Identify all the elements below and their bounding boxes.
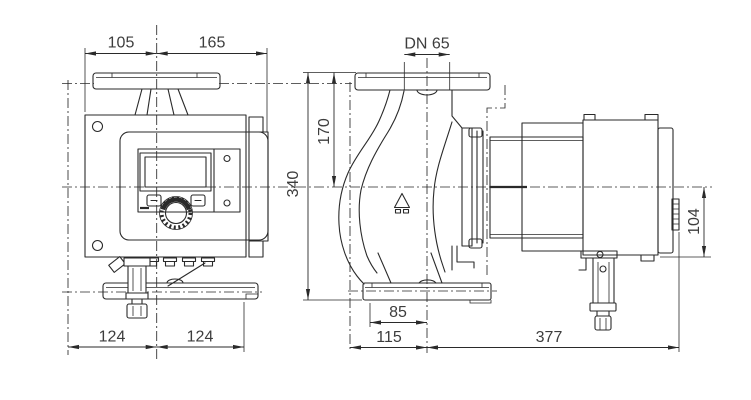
side-top-flange — [354, 72, 491, 96]
front-view — [84, 72, 269, 300]
dim-label-total-height: 340 — [285, 171, 302, 198]
dim-label-base-left: 124 — [99, 329, 126, 346]
dim-label-flange-to-axis: 170 — [316, 118, 333, 145]
dim-label-base-right: 124 — [187, 329, 214, 346]
front-cable-gland — [108, 256, 151, 319]
front-body — [84, 114, 269, 258]
side-cable-gland — [578, 250, 618, 331]
screw-icon — [599, 265, 607, 273]
plug-connector-icon — [671, 198, 680, 231]
control-panel — [119, 131, 269, 241]
screw-hole-icon — [91, 120, 104, 133]
menu-button[interactable] — [190, 194, 206, 207]
pump-housing — [338, 89, 473, 285]
pump-foot — [451, 245, 475, 271]
dim-label-axis-to-module-bottom: 104 — [686, 208, 703, 235]
operating-knob[interactable] — [159, 196, 193, 230]
electronics-module — [582, 113, 680, 262]
side-view — [338, 72, 680, 331]
dim-label-front-width-left: 105 — [108, 35, 135, 52]
dim-label-nominal-diameter: DN 65 — [404, 36, 449, 53]
flow-direction-icon — [393, 192, 411, 214]
panel-screw-icon — [223, 199, 231, 207]
center-lines — [62, 25, 712, 360]
dim-label-front-length: 115 — [376, 329, 402, 346]
dimensions: 105 165 124 124 DN 65 170 340 104 85 115… — [68, 35, 711, 352]
screw-hole-icon — [91, 239, 104, 252]
dim-label-flange-edge-to-axis: 85 — [389, 304, 407, 321]
dim-label-front-width-right: 165 — [199, 35, 226, 52]
back-button[interactable] — [146, 194, 162, 207]
panel-screw-icon — [223, 154, 231, 163]
display — [139, 152, 212, 192]
dim-label-rear-length: 377 — [536, 329, 563, 346]
